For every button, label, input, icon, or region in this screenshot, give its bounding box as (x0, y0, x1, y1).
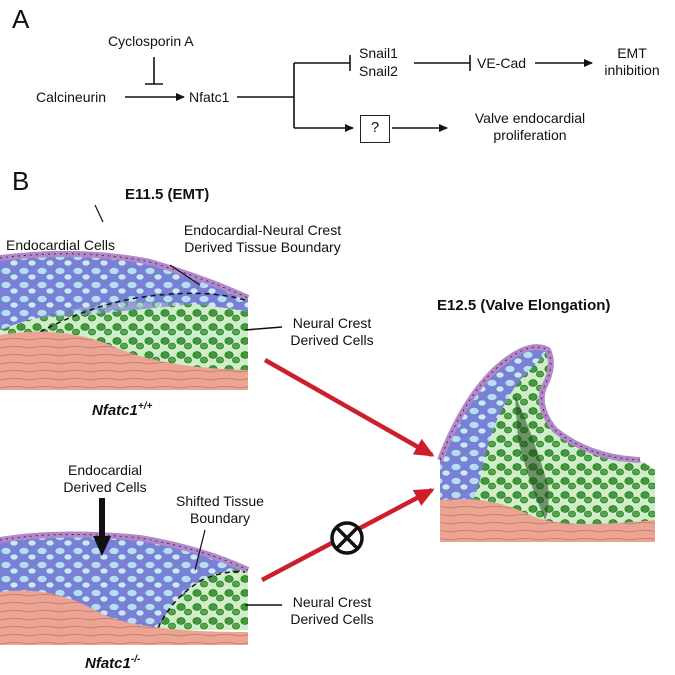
e115-title: E11.5 (EMT) (125, 186, 210, 203)
shifted-line2: Boundary (190, 510, 250, 526)
panel-letter-a: A (12, 4, 30, 34)
emt-inhibition-label: EMT inhibition (597, 45, 667, 79)
down-arrow-icon (93, 498, 111, 556)
emt-line2: inhibition (604, 62, 660, 78)
neural-crest-top-label: Neural Crest Derived Cells (282, 315, 382, 349)
emt-line1: EMT (617, 45, 647, 61)
genotype-ko-label: Nfatc1-/- (85, 651, 140, 672)
endo-derived-line2: Derived Cells (63, 479, 147, 495)
e125-title: E12.5 (Valve Elongation) (437, 297, 611, 314)
neural-crest-top-line2: Derived Cells (290, 332, 374, 348)
tissue-boundary-label: Endocardial-Neural Crest Derived Tissue … (160, 222, 365, 256)
endo-derived-label: Endocardial Derived Cells (50, 462, 160, 496)
neural-crest-bottom-line1: Neural Crest (292, 594, 372, 610)
genotype-ko-sup: -/- (130, 654, 141, 665)
shifted-line1: Shifted Tissue (176, 493, 264, 509)
neural-crest-top-line1: Neural Crest (292, 315, 372, 331)
snail2-label: Snail2 (359, 63, 398, 79)
tissue-e125-valve (437, 344, 655, 542)
proliferation-label: Valve endocardial proliferation (455, 110, 605, 144)
genotype-wt-base: Nfatc1 (92, 402, 138, 419)
neural-crest-bottom-label: Neural Crest Derived Cells (282, 594, 382, 628)
tissue-e115-wt (0, 250, 250, 390)
calcineurin-label: Calcineurin (36, 89, 107, 105)
blocked-icon (330, 521, 364, 555)
boundary-line1: Endocardial-Neural Crest (183, 222, 342, 238)
vecad-label: VE-Cad (477, 55, 527, 71)
prolif-line1: Valve endocardial (474, 110, 586, 126)
snail1-label: Snail1 (359, 45, 398, 61)
tissue-e115-ko (0, 531, 250, 645)
cyclosporin-label: Cyclosporin A (108, 33, 194, 49)
prolif-line2: proliferation (493, 127, 567, 143)
boundary-line2: Derived Tissue Boundary (184, 239, 341, 255)
panel-letter-b: B (12, 166, 30, 196)
nfatc1-label: Nfatc1 (189, 89, 230, 105)
neural-crest-bottom-line2: Derived Cells (290, 611, 374, 627)
endocardial-cells-label: Endocardial Cells (6, 237, 115, 253)
endo-derived-line1: Endocardial (68, 462, 142, 478)
shifted-boundary-label: Shifted Tissue Boundary (165, 493, 275, 527)
pathway-arrows (125, 55, 593, 132)
unknown-box: ? (360, 115, 390, 143)
genotype-wt-sup: +/+ (137, 401, 153, 412)
genotype-ko-base: Nfatc1 (85, 655, 131, 672)
genotype-wt-label: Nfatc1+/+ (92, 398, 152, 419)
